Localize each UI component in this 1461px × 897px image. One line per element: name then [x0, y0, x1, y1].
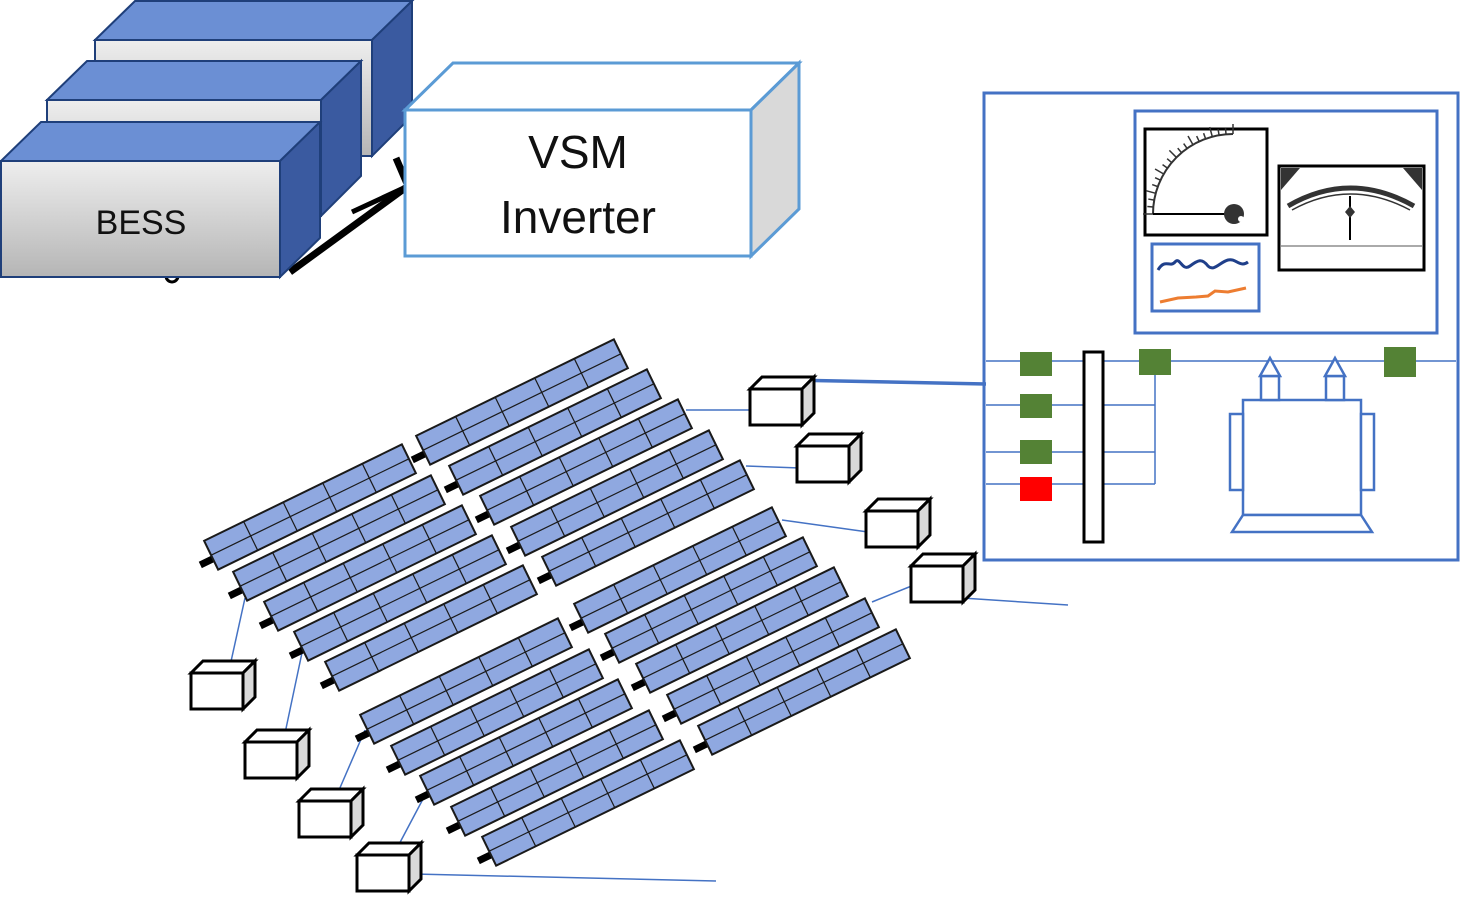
panel-meter-icon — [1277, 164, 1426, 272]
inverter-label-line2: Inverter — [500, 191, 656, 243]
transformer-icon — [1228, 355, 1376, 534]
combiner-box-icon — [746, 373, 818, 429]
breaker-5 — [1139, 349, 1171, 375]
vsm-inverter: VSM Inverter — [401, 59, 803, 260]
solar-panel-icon — [505, 429, 725, 557]
pv-array — [198, 338, 912, 867]
solar-panel-icon — [410, 338, 630, 466]
trend-chart-icon — [1150, 242, 1261, 313]
breaker-4-open — [1020, 477, 1052, 501]
solar-panel-icon — [692, 628, 912, 756]
solar-panel-icon — [443, 368, 663, 496]
solar-panel-icon — [319, 564, 539, 692]
bess-unit-front: BESS — [0, 119, 323, 280]
solar-panel-icon — [227, 474, 447, 602]
combiner-box-icon — [295, 785, 367, 841]
solar-panel-icon — [630, 566, 850, 694]
solar-panel-icon — [354, 617, 574, 745]
solar-panel-icon — [198, 443, 418, 571]
solar-panel-icon — [599, 536, 819, 664]
breaker-2 — [1020, 394, 1052, 418]
analog-gauge-icon — [1143, 124, 1269, 237]
bess-label: BESS — [96, 204, 187, 242]
inverter-label-line1: VSM — [528, 126, 628, 178]
solar-panel-icon — [474, 398, 694, 526]
combiner-box-icon — [187, 657, 259, 713]
solar-panel-icon — [661, 597, 881, 725]
combiner-box-icon — [862, 495, 934, 551]
combiner-box-icon — [907, 550, 979, 606]
panel-wiring — [986, 360, 1456, 485]
breaker-6 — [1384, 347, 1416, 377]
combiner-box-icon — [241, 726, 313, 782]
combiner-box-icon — [353, 839, 425, 895]
solar-panel-icon — [568, 506, 788, 634]
solar-panel-icon — [536, 459, 756, 587]
combiner-boxes — [187, 373, 979, 895]
solar-panel-icon — [476, 739, 696, 867]
solar-panel-icon — [414, 678, 634, 806]
solar-panel-icon — [445, 709, 665, 837]
control-panel — [982, 91, 1460, 562]
breaker-3 — [1020, 440, 1052, 464]
bus-bar — [1082, 350, 1105, 544]
breaker-1 — [1020, 352, 1052, 376]
solar-panel-icon — [258, 504, 478, 632]
solar-panel-icon — [288, 534, 508, 662]
combiner-box-icon — [793, 430, 865, 486]
solar-panel-icon — [385, 648, 605, 776]
